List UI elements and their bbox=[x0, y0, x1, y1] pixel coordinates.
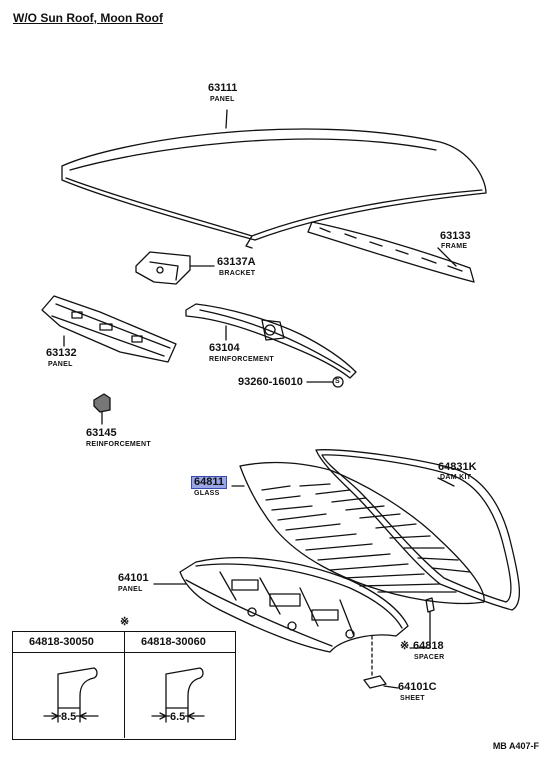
label-roof-panel-number: 63111 bbox=[208, 82, 238, 94]
label-front-panel-number: 63132 bbox=[46, 347, 77, 359]
label-reinforcement-main-name: REINFORCEMENT bbox=[209, 356, 274, 363]
label-sheet-number: 64101C bbox=[398, 681, 437, 693]
label-reinforcement-small-number: 63145 bbox=[86, 427, 117, 439]
label-bracket-name: BRACKET bbox=[219, 270, 256, 277]
rear-panel-shape bbox=[153, 557, 409, 653]
roof-panel-shape bbox=[61, 109, 487, 249]
label-spacer-name: SPACER bbox=[414, 654, 445, 661]
label-sheet-name: SHEET bbox=[400, 695, 425, 702]
spacer-shape bbox=[409, 597, 435, 649]
inset-header-line bbox=[12, 652, 235, 653]
sheet-shape bbox=[363, 635, 399, 689]
reinforcement-main-shape bbox=[185, 303, 357, 379]
screw-shape bbox=[306, 376, 344, 388]
label-frame-name: FRAME bbox=[441, 243, 468, 250]
inset-variant-2-dimension: 6.5 bbox=[170, 711, 186, 723]
label-roof-panel-name: PANEL bbox=[210, 96, 235, 103]
reinforcement-small-shape bbox=[93, 393, 111, 425]
diagram-title: W/O Sun Roof, Moon Roof bbox=[13, 11, 163, 25]
label-glass-number[interactable]: 64811 bbox=[191, 476, 227, 489]
inset-mark: ※ bbox=[120, 616, 130, 628]
bracket-shape bbox=[135, 251, 215, 285]
label-screw-number: 93260-16010 bbox=[238, 376, 303, 388]
inset-profile-1 bbox=[43, 667, 99, 723]
frame-shape bbox=[307, 221, 475, 283]
glass-shape bbox=[231, 461, 485, 605]
label-rear-panel-number: 64101 bbox=[118, 572, 149, 584]
label-dam-kit-number: 64831K bbox=[438, 461, 477, 473]
inset-variant-2-number: 64818-30060 bbox=[141, 636, 206, 648]
label-rear-panel-name: PANEL bbox=[118, 586, 143, 593]
inset-variant-1-dimension: 8.5 bbox=[61, 711, 77, 723]
label-dam-kit-name: DAM KIT bbox=[440, 474, 472, 481]
inset-divider bbox=[124, 631, 125, 738]
label-reinforcement-small-name: REINFORCEMENT bbox=[86, 441, 151, 448]
label-spacer-number: 64818 bbox=[413, 640, 444, 652]
screw-symbol: S bbox=[335, 378, 340, 385]
inset-variant-1-number: 64818-30050 bbox=[29, 636, 94, 648]
label-frame-number: 63133 bbox=[440, 230, 471, 242]
label-glass-name: GLASS bbox=[194, 490, 220, 497]
diagram-code: MB A407-F bbox=[492, 741, 539, 751]
front-panel-shape bbox=[41, 295, 177, 363]
label-reinforcement-main-number: 63104 bbox=[209, 342, 240, 354]
spacer-mark: ※ bbox=[400, 640, 410, 652]
label-front-panel-name: PANEL bbox=[48, 361, 73, 368]
label-bracket-number: 63137A bbox=[217, 256, 256, 268]
